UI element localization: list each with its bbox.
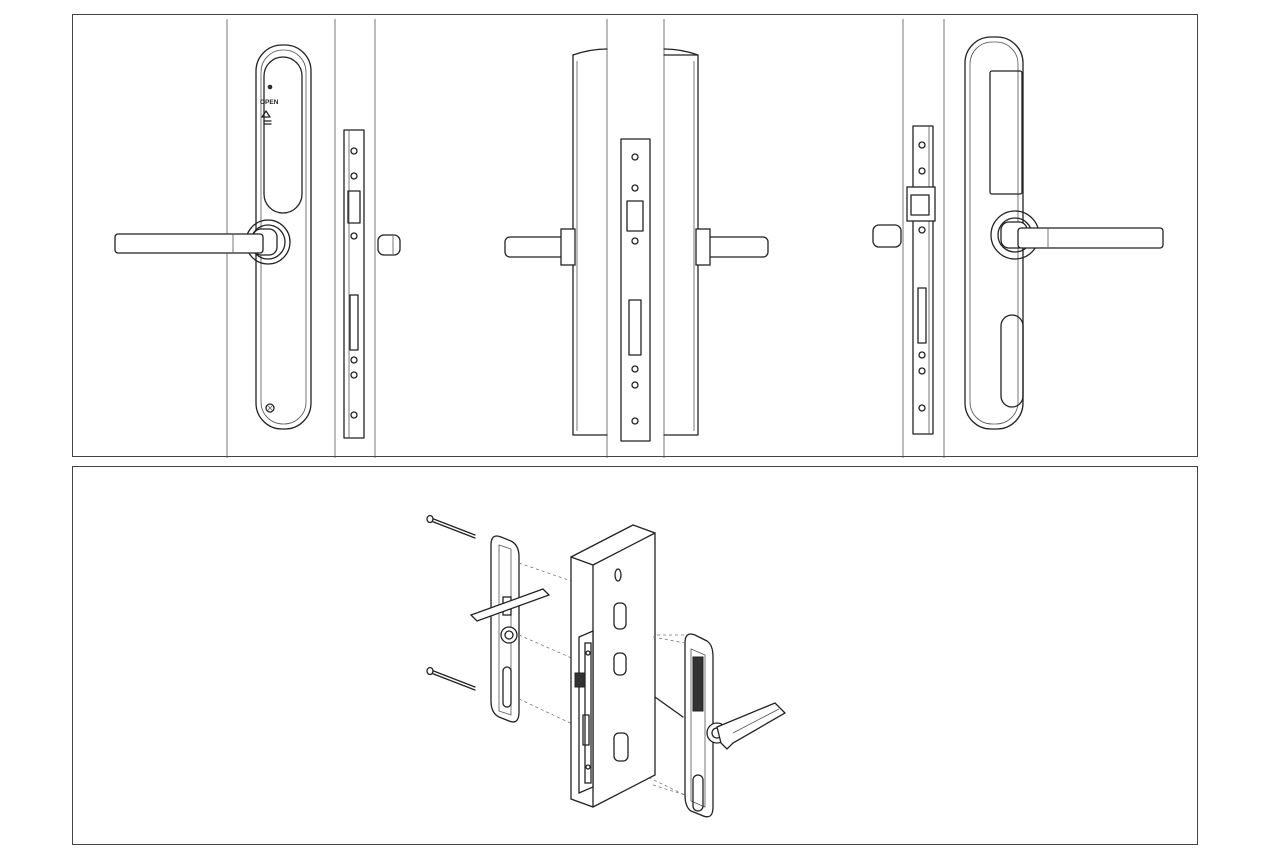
card-reader-window xyxy=(692,656,704,712)
screws xyxy=(426,514,476,691)
bottom-panel xyxy=(72,466,1198,845)
middle-edge-view xyxy=(504,19,769,458)
lever-handle-left xyxy=(114,233,264,254)
lever-handle xyxy=(716,702,787,750)
orthographic-views-drawing: OPEN xyxy=(114,19,1164,458)
left-front-view: OPEN xyxy=(114,19,376,458)
right-mortise-strip xyxy=(872,19,945,458)
outer-faceplate xyxy=(652,633,787,818)
right-back-view xyxy=(964,36,1164,430)
lever-handle-right xyxy=(1017,227,1164,249)
key-slot xyxy=(1000,314,1024,408)
indicator-dot xyxy=(267,84,273,90)
exploded-view-drawing xyxy=(426,514,787,818)
top-panel: OPEN xyxy=(72,14,1198,458)
arrow-up-icon xyxy=(261,110,271,118)
inner-faceplate xyxy=(469,535,551,723)
card-reader-window xyxy=(989,70,1023,195)
key-slot xyxy=(692,774,704,812)
left-mortise-strip xyxy=(343,129,401,439)
mortise-lock xyxy=(574,630,594,794)
open-label: OPEN xyxy=(260,99,279,106)
screw-icon xyxy=(265,403,275,413)
